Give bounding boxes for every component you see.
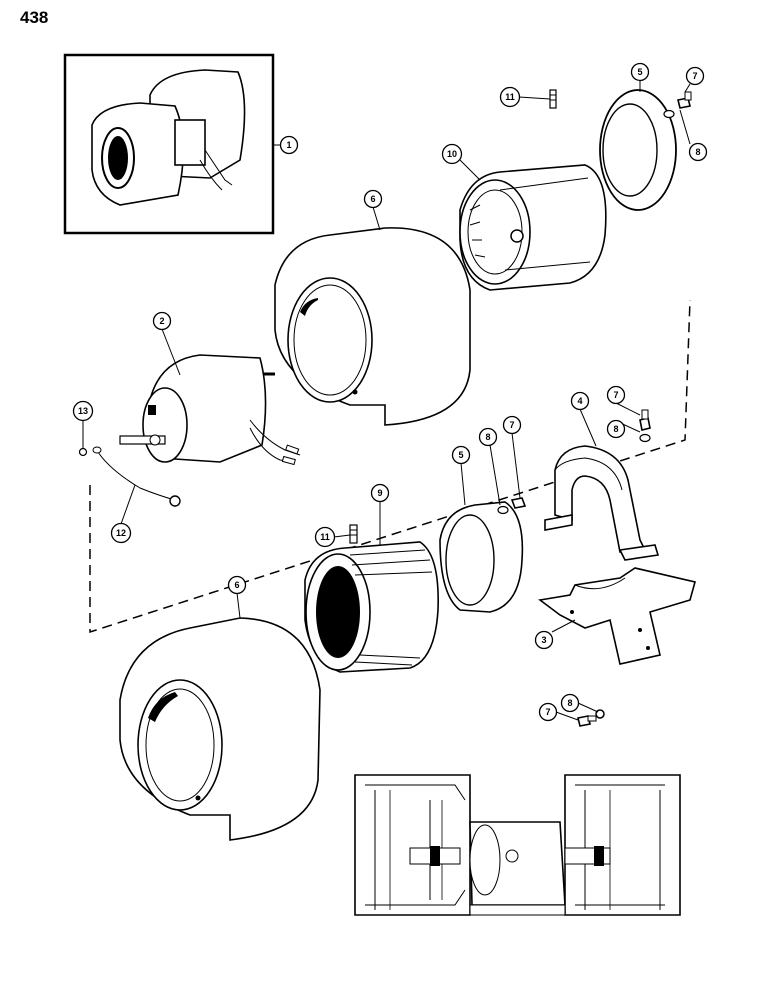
callout-1: 1: [279, 135, 299, 155]
callout-12: 12: [110, 522, 132, 544]
svg-text:9: 9: [377, 488, 382, 498]
callout-11-upper: 11: [499, 86, 521, 108]
svg-text:5: 5: [458, 450, 463, 460]
blower-wheel-upper: [459, 164, 607, 291]
page-number: 438: [20, 8, 49, 27]
callout-11-lower: 11: [314, 526, 336, 548]
svg-text:12: 12: [116, 528, 126, 538]
svg-text:3: 3: [541, 635, 546, 645]
svg-text:4: 4: [577, 396, 582, 406]
motor-strap-bracket: [544, 445, 660, 561]
svg-text:11: 11: [320, 532, 330, 542]
callout-5-lower: 5: [451, 445, 471, 465]
callout-10: 10: [441, 143, 463, 165]
svg-text:13: 13: [78, 406, 88, 416]
callout-4: 4: [570, 391, 590, 411]
ground-wire: [92, 446, 181, 507]
bolt-washer-upper: [663, 91, 692, 119]
mounting-base-plate: [538, 567, 696, 665]
svg-text:8: 8: [695, 147, 700, 157]
callout-5-upper: 5: [630, 62, 650, 82]
callout-8-bottom: 8: [560, 693, 580, 713]
svg-text:2: 2: [159, 316, 164, 326]
callout-8-middle: 8: [478, 427, 498, 447]
housing-ring-lower: [439, 501, 524, 613]
callout-6-upper: 6: [363, 189, 383, 209]
svg-text:6: 6: [370, 194, 375, 204]
blower-housing-lower: [119, 617, 321, 841]
callout-8-top: 8: [688, 142, 708, 162]
svg-text:8: 8: [613, 424, 618, 434]
callout-8-right: 8: [606, 419, 626, 439]
blower-wheel-lower: [304, 541, 439, 673]
callout-9: 9: [370, 483, 390, 503]
assembled-blower-inset: [63, 53, 275, 235]
nut: [78, 447, 88, 457]
assembly-boundary-dashed: [89, 299, 691, 634]
svg-text:8: 8: [485, 432, 490, 442]
callout-7-top: 7: [685, 66, 705, 86]
housing-ring-upper: [599, 89, 677, 211]
callout-7-middle: 7: [502, 415, 522, 435]
svg-text:11: 11: [505, 92, 515, 102]
set-screw-upper: [549, 89, 557, 109]
blower-housing-upper: [274, 227, 471, 426]
svg-text:5: 5: [637, 67, 642, 77]
assembled-blower-bottom-view: [354, 774, 681, 916]
svg-text:7: 7: [692, 71, 697, 81]
svg-text:6: 6: [234, 580, 239, 590]
callout-2: 2: [152, 311, 172, 331]
svg-text:7: 7: [545, 707, 550, 717]
bolt-washer-lower: [497, 497, 527, 515]
blower-motor: [119, 354, 301, 466]
svg-text:1: 1: [286, 140, 291, 150]
callout-13: 13: [72, 400, 94, 422]
bolt-washer-middle: [639, 409, 651, 443]
callout-3: 3: [534, 630, 554, 650]
svg-text:7: 7: [613, 390, 618, 400]
bolt-washer-bottom: [577, 709, 605, 727]
svg-text:10: 10: [447, 149, 457, 159]
callout-7-right: 7: [606, 385, 626, 405]
set-screw-lower: [349, 524, 358, 544]
svg-text:7: 7: [509, 420, 514, 430]
callout-7-bottom: 7: [538, 702, 558, 722]
svg-text:8: 8: [567, 698, 572, 708]
callout-6-lower: 6: [227, 575, 247, 595]
